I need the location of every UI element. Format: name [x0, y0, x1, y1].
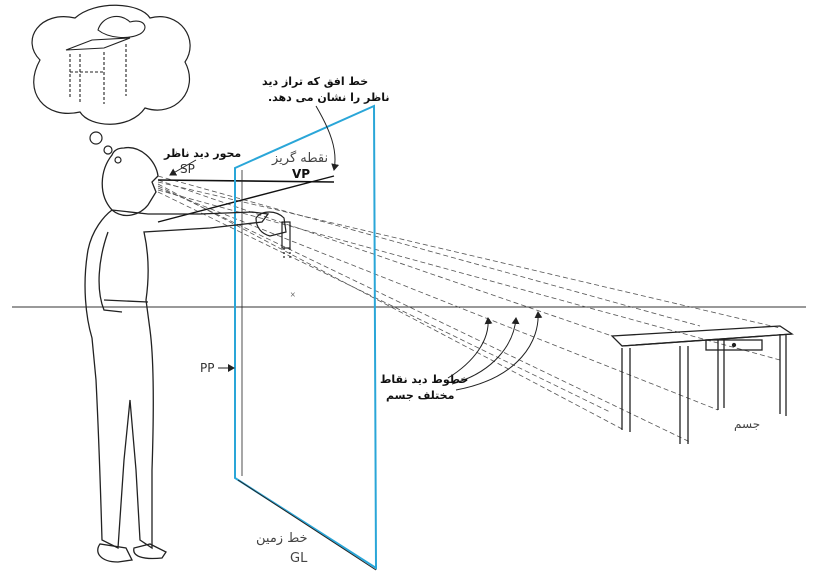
horizon-note-line2: ناظر را نشان می دهد. — [268, 91, 390, 104]
hand-with-pencil — [255, 211, 291, 258]
picture-plane — [234, 104, 378, 570]
vanishing-point-mark: × — [290, 290, 296, 301]
vanishing-point-fa-label: نقطه گریز — [272, 151, 329, 166]
thought-bubble — [31, 4, 191, 164]
sight-lines — [157, 175, 781, 443]
station-point-label: SP — [180, 162, 195, 176]
picture-plane-label: PP — [200, 361, 215, 375]
observer-figure — [84, 147, 270, 563]
observer-axis-line — [157, 179, 335, 183]
table-object — [610, 325, 794, 444]
sight-lines-label-line2: مختلف جسم — [386, 389, 455, 402]
horizon-note-line1: خط افق که تراز دید — [262, 75, 369, 88]
ground-line-label: GL — [290, 551, 308, 566]
ground-line-fa-label: خط زمین — [256, 531, 308, 546]
observer-axis-label: محور دید ناظر — [164, 147, 242, 160]
annotation-arrows — [169, 105, 543, 391]
object-label: جسم — [734, 417, 761, 431]
sight-lines-label-line1: خطوط دید نقاط — [380, 373, 469, 386]
bubble-table-sketch — [65, 15, 146, 104]
vanishing-point-label: VP — [292, 167, 311, 181]
